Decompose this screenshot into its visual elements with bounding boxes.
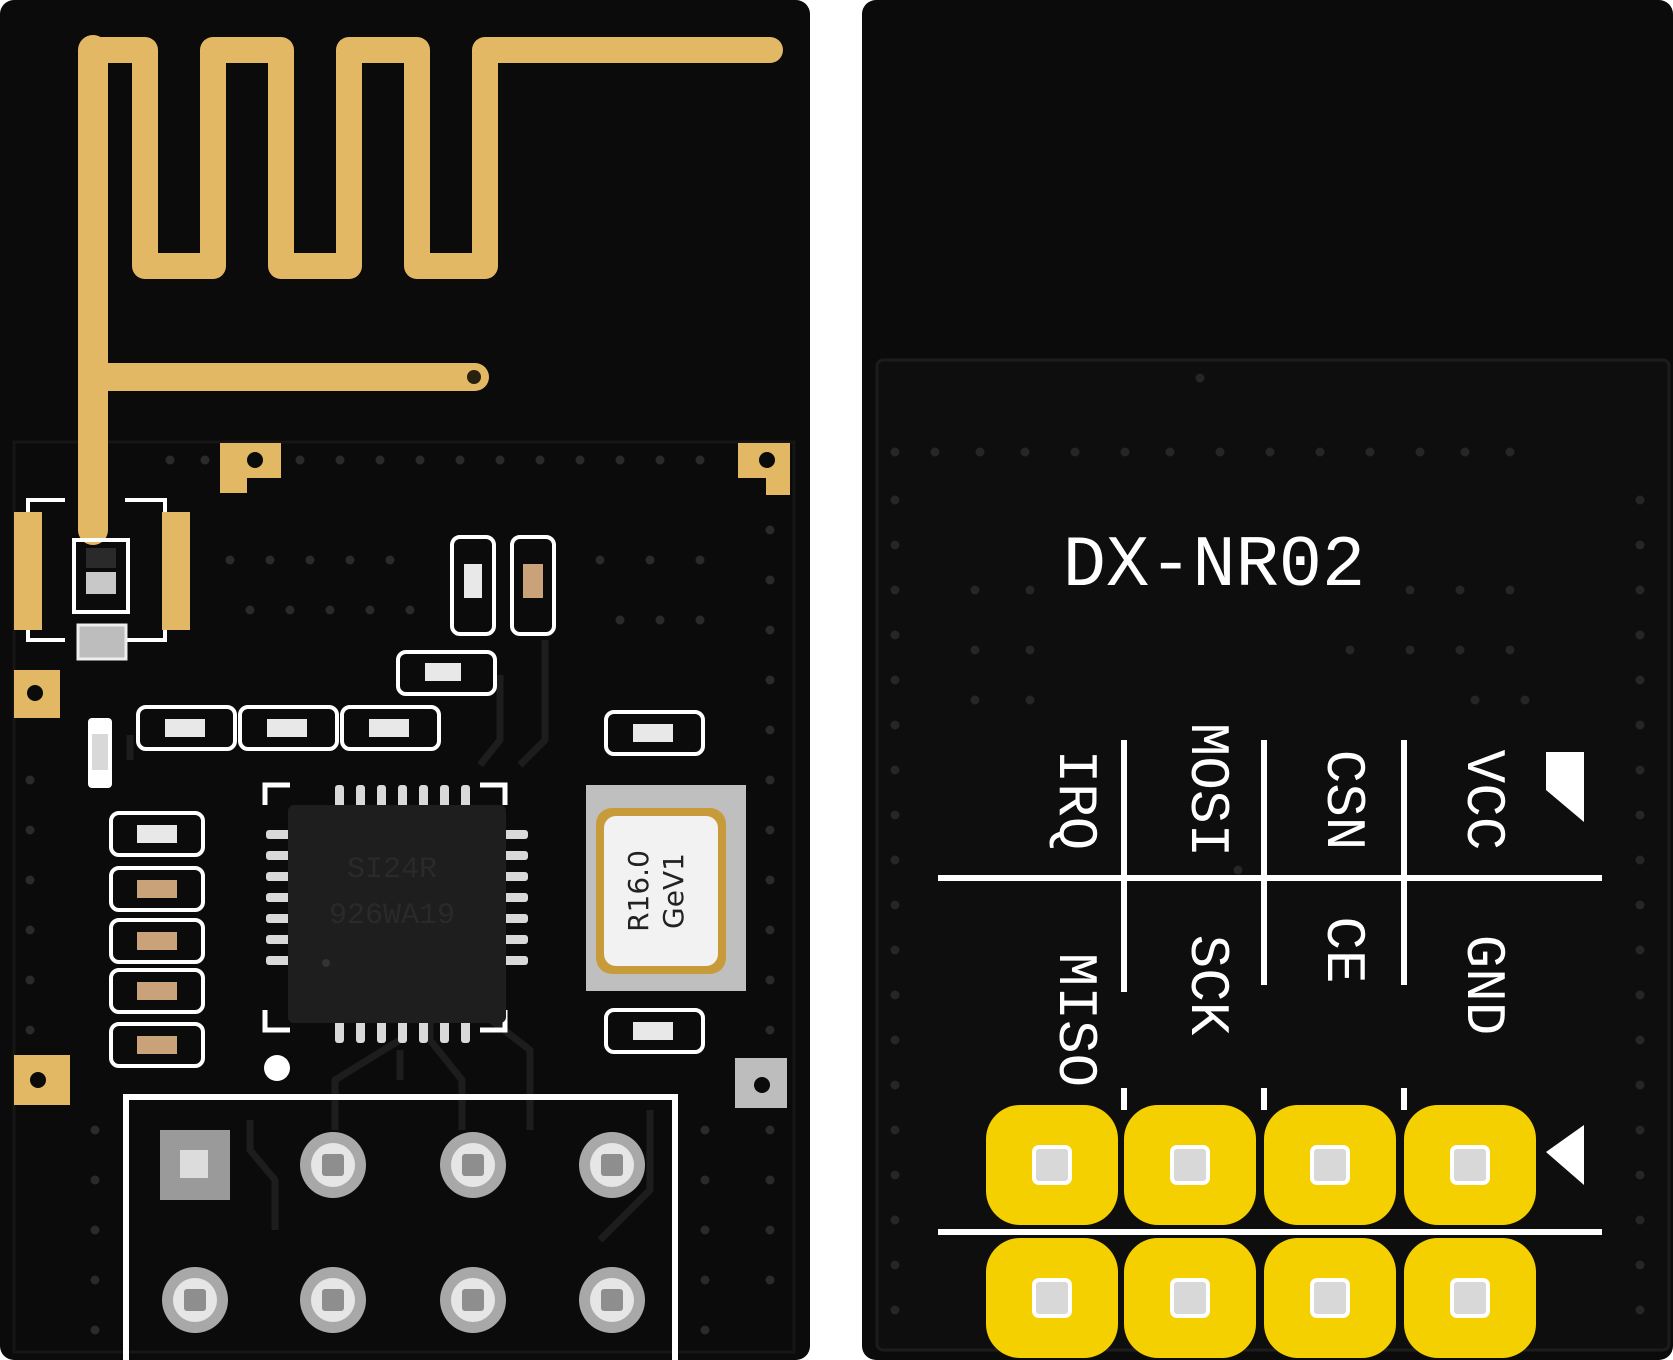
pin-label-gnd: GND xyxy=(1451,935,1515,1036)
model-label: DX-NR02 xyxy=(1063,525,1365,607)
pin-labels: IRQ MOSI CSN VCC MISO SCK CE GND xyxy=(1043,723,1515,1087)
front-shield-outline xyxy=(12,440,796,1354)
resistor-capacitor-array xyxy=(88,535,705,1068)
crystal-marking-line1: R16.0 xyxy=(622,850,655,932)
pin-label-miso: MISO xyxy=(1043,953,1107,1087)
front-via-dots xyxy=(25,455,775,1335)
antenna-matching-components xyxy=(14,498,190,661)
crystal-oscillator: R16.0 GeV1 xyxy=(586,785,746,991)
pin-label-irq: IRQ xyxy=(1043,750,1107,851)
front-header-pins xyxy=(160,1130,645,1333)
pin-label-mosi: MOSI xyxy=(1175,723,1239,857)
chip-marking-line1: SI24R xyxy=(347,853,437,887)
pin1-triangle-markers xyxy=(1546,752,1584,1185)
pin-grid-lines xyxy=(938,740,1602,1235)
rf-transceiver-chip: SI24R 926WA19 xyxy=(262,782,528,1081)
chip-marking-line2: 926WA19 xyxy=(329,899,455,933)
pin-label-vcc: VCC xyxy=(1451,750,1515,851)
pcb-antenna-trace xyxy=(78,35,783,545)
pin-label-sck: SCK xyxy=(1175,935,1239,1036)
corner-pads xyxy=(14,443,790,1108)
pin-label-csn: CSN xyxy=(1311,750,1375,851)
antenna-feed-via xyxy=(467,370,481,384)
back-header-pads xyxy=(986,1105,1536,1358)
back-via-dots xyxy=(890,373,1645,1315)
front-traces xyxy=(126,640,654,1243)
front-board: SI24R 926WA19 R16.0 GeV1 xyxy=(0,0,810,1360)
crystal-marking-line2: GeV1 xyxy=(657,853,690,929)
front-header-outline xyxy=(123,1094,678,1360)
back-shield-step xyxy=(875,358,1671,1352)
corner-pad-vias xyxy=(27,452,775,1093)
back-board: DX-NR02 IRQ MOSI CSN VCC MISO SCK CE GND xyxy=(862,0,1673,1360)
pin-label-ce: CE xyxy=(1311,916,1375,983)
